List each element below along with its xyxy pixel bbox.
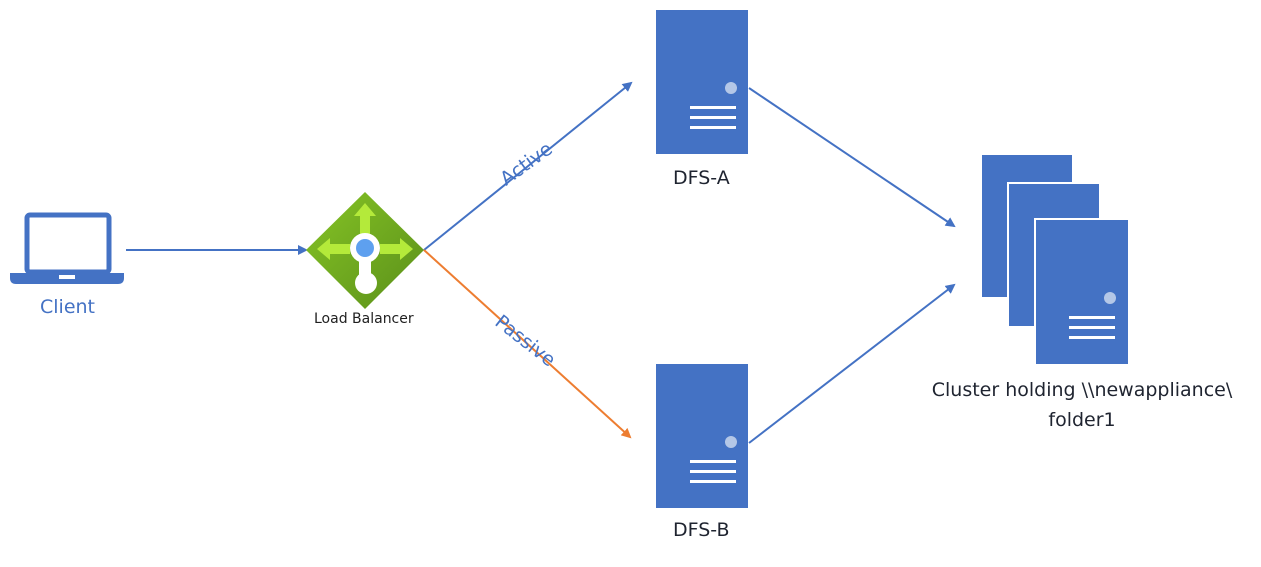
cluster-label: Cluster holding \\newappliance\ folder1 <box>919 375 1245 435</box>
server-icon <box>656 10 748 154</box>
cluster-label-line1: Cluster holding \\newappliance\ <box>931 379 1233 401</box>
load-balancer-icon <box>306 192 424 309</box>
dfsa-to-cluster-arrow <box>748 87 956 228</box>
dfs-b-label: DFS-B <box>673 519 730 541</box>
dfs-a-label: DFS-A <box>673 167 730 189</box>
laptop-icon <box>10 212 124 284</box>
client-label: Client <box>40 296 96 318</box>
load-balancer-label: Load Balancer <box>314 311 414 327</box>
cluster-server-stack-icon <box>980 153 1130 366</box>
active-edge-arrow <box>423 81 633 251</box>
dfsb-to-cluster-arrow <box>748 283 956 444</box>
server-icon <box>656 364 748 508</box>
passive-edge-arrow <box>423 249 632 439</box>
cluster-label-line2: folder1 <box>1048 409 1116 431</box>
